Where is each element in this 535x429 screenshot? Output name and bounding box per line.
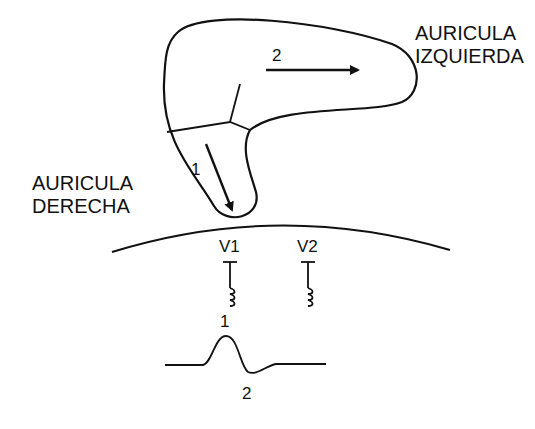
- wave-number: 2: [242, 384, 251, 404]
- atria-outline: [164, 19, 417, 217]
- p-wave: [165, 336, 326, 373]
- chest-wall: [112, 225, 450, 252]
- vector-arrow-1: [206, 144, 232, 210]
- vector-arrow-2: [266, 69, 358, 71]
- lead-label: V1: [219, 237, 240, 257]
- lead-label: V2: [297, 237, 318, 257]
- septum-line: [167, 122, 250, 132]
- chamber-label: AURICULA DERECHA: [32, 172, 147, 218]
- electrode-v2: [301, 262, 315, 306]
- chamber-label: AURICULA IZQUIERDA: [415, 22, 530, 68]
- vector-number: 1: [191, 160, 200, 180]
- septum-line: [230, 84, 240, 122]
- electrode-v1: [223, 262, 237, 306]
- wave-number: 1: [220, 312, 229, 332]
- vector-number: 2: [272, 46, 281, 66]
